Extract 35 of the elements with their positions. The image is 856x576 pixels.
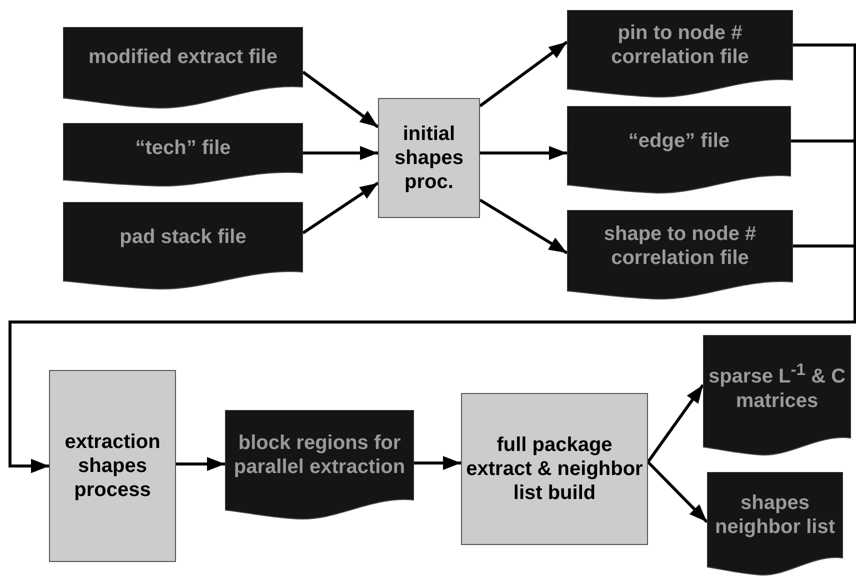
node-label: full package extract & neighbor list build	[465, 433, 644, 505]
arrow	[646, 384, 704, 463]
arrow	[414, 456, 461, 470]
document-shape	[707, 472, 843, 576]
node-label: pin to node # correlation file	[610, 21, 750, 69]
node-label: block regions for parallel extraction	[232, 431, 406, 479]
node-label: initial shapes proc.	[394, 122, 464, 194]
node-label: “tech” file	[135, 136, 231, 160]
document-shape	[567, 106, 791, 194]
document-shape	[567, 210, 793, 300]
arrow	[480, 146, 567, 160]
node-label: extraction shapes process	[64, 430, 162, 502]
document-shape	[63, 202, 303, 290]
node-label: “edge” file	[628, 129, 730, 153]
arrow	[302, 182, 379, 234]
arrow	[479, 40, 568, 108]
document-shape	[703, 335, 851, 456]
document-shape	[225, 410, 414, 520]
node-label: sparse L$^{-1}$ & C matrices	[707, 360, 847, 413]
arrow	[8, 244, 856, 473]
node-label: shape to node # correlation file	[602, 222, 758, 270]
process-box	[461, 393, 648, 545]
arrow	[303, 146, 378, 160]
node-label: modified extract file	[88, 45, 278, 69]
arrow	[646, 460, 708, 524]
document-shape	[63, 27, 303, 109]
document-shape	[567, 10, 793, 98]
arrow	[302, 70, 379, 128]
process-box	[378, 98, 480, 218]
node-label: pad stack file	[120, 225, 246, 249]
process-box	[49, 370, 176, 562]
arrow	[479, 198, 568, 254]
node-label: shapes neighbor list	[714, 491, 836, 539]
arrow	[176, 457, 225, 471]
document-shape	[63, 123, 303, 187]
